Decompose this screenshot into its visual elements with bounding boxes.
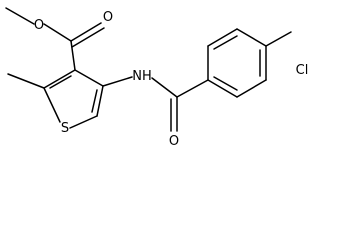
atom-label-amide-oxygen: O (169, 134, 179, 149)
atom-labels: O O S NH O Cl (34, 10, 308, 149)
bond-methyl-ester-oxygen (5, 7, 35, 25)
bond-ring-c2-methyl (7, 73, 45, 89)
bond-carbonyl-carbon-oxygen-b (71, 27, 105, 48)
bond-ring-c5-c4 (96, 85, 104, 117)
bond-phenyl-c2-c3 (207, 28, 238, 47)
bond-ring-c2-s (43, 87, 61, 123)
bond-ester-oxygen-carbonyl-carbon (43, 23, 72, 42)
bond-ring-c3-c2 (43, 69, 76, 89)
bond-ring-s-c5 (69, 115, 98, 129)
bond-amide-carbon-phenyl (176, 79, 209, 98)
atom-label-ester-oxygen: O (34, 18, 44, 33)
bonds (5, 7, 292, 132)
bond-phenyl-c6-c1-inner (213, 76, 238, 91)
bond-phenyl-c2-c3-inner (213, 35, 238, 50)
atom-label-ester-carbonyl-oxygen: O (103, 10, 113, 25)
molecule-structure-diagram: O O S NH O Cl (5, 7, 308, 149)
bond-carbonyl-carbon-ring-c3 (70, 40, 76, 71)
bond-phenyl-c3-c4 (236, 28, 267, 47)
bond-ring-c4-nitrogen (102, 76, 133, 87)
bond-ring-c5-c4-inner (91, 89, 98, 113)
bond-phenyl-c5-c6 (236, 79, 267, 98)
bond-ring-c3-c2-inner (49, 75, 72, 89)
bond-phenyl-chlorine (265, 31, 292, 47)
bond-nitrogen-amide-carbon (151, 77, 178, 98)
bond-ring-c4-c3 (74, 69, 104, 87)
bond-carbonyl-carbon-oxygen-a (70, 22, 102, 42)
bond-phenyl-c6-c1 (207, 79, 238, 98)
atom-label-ring-sulfur: S (61, 121, 69, 136)
atom-label-amide-nitrogen: NH (132, 69, 152, 84)
atom-label-chlorine: Cl (296, 63, 309, 78)
